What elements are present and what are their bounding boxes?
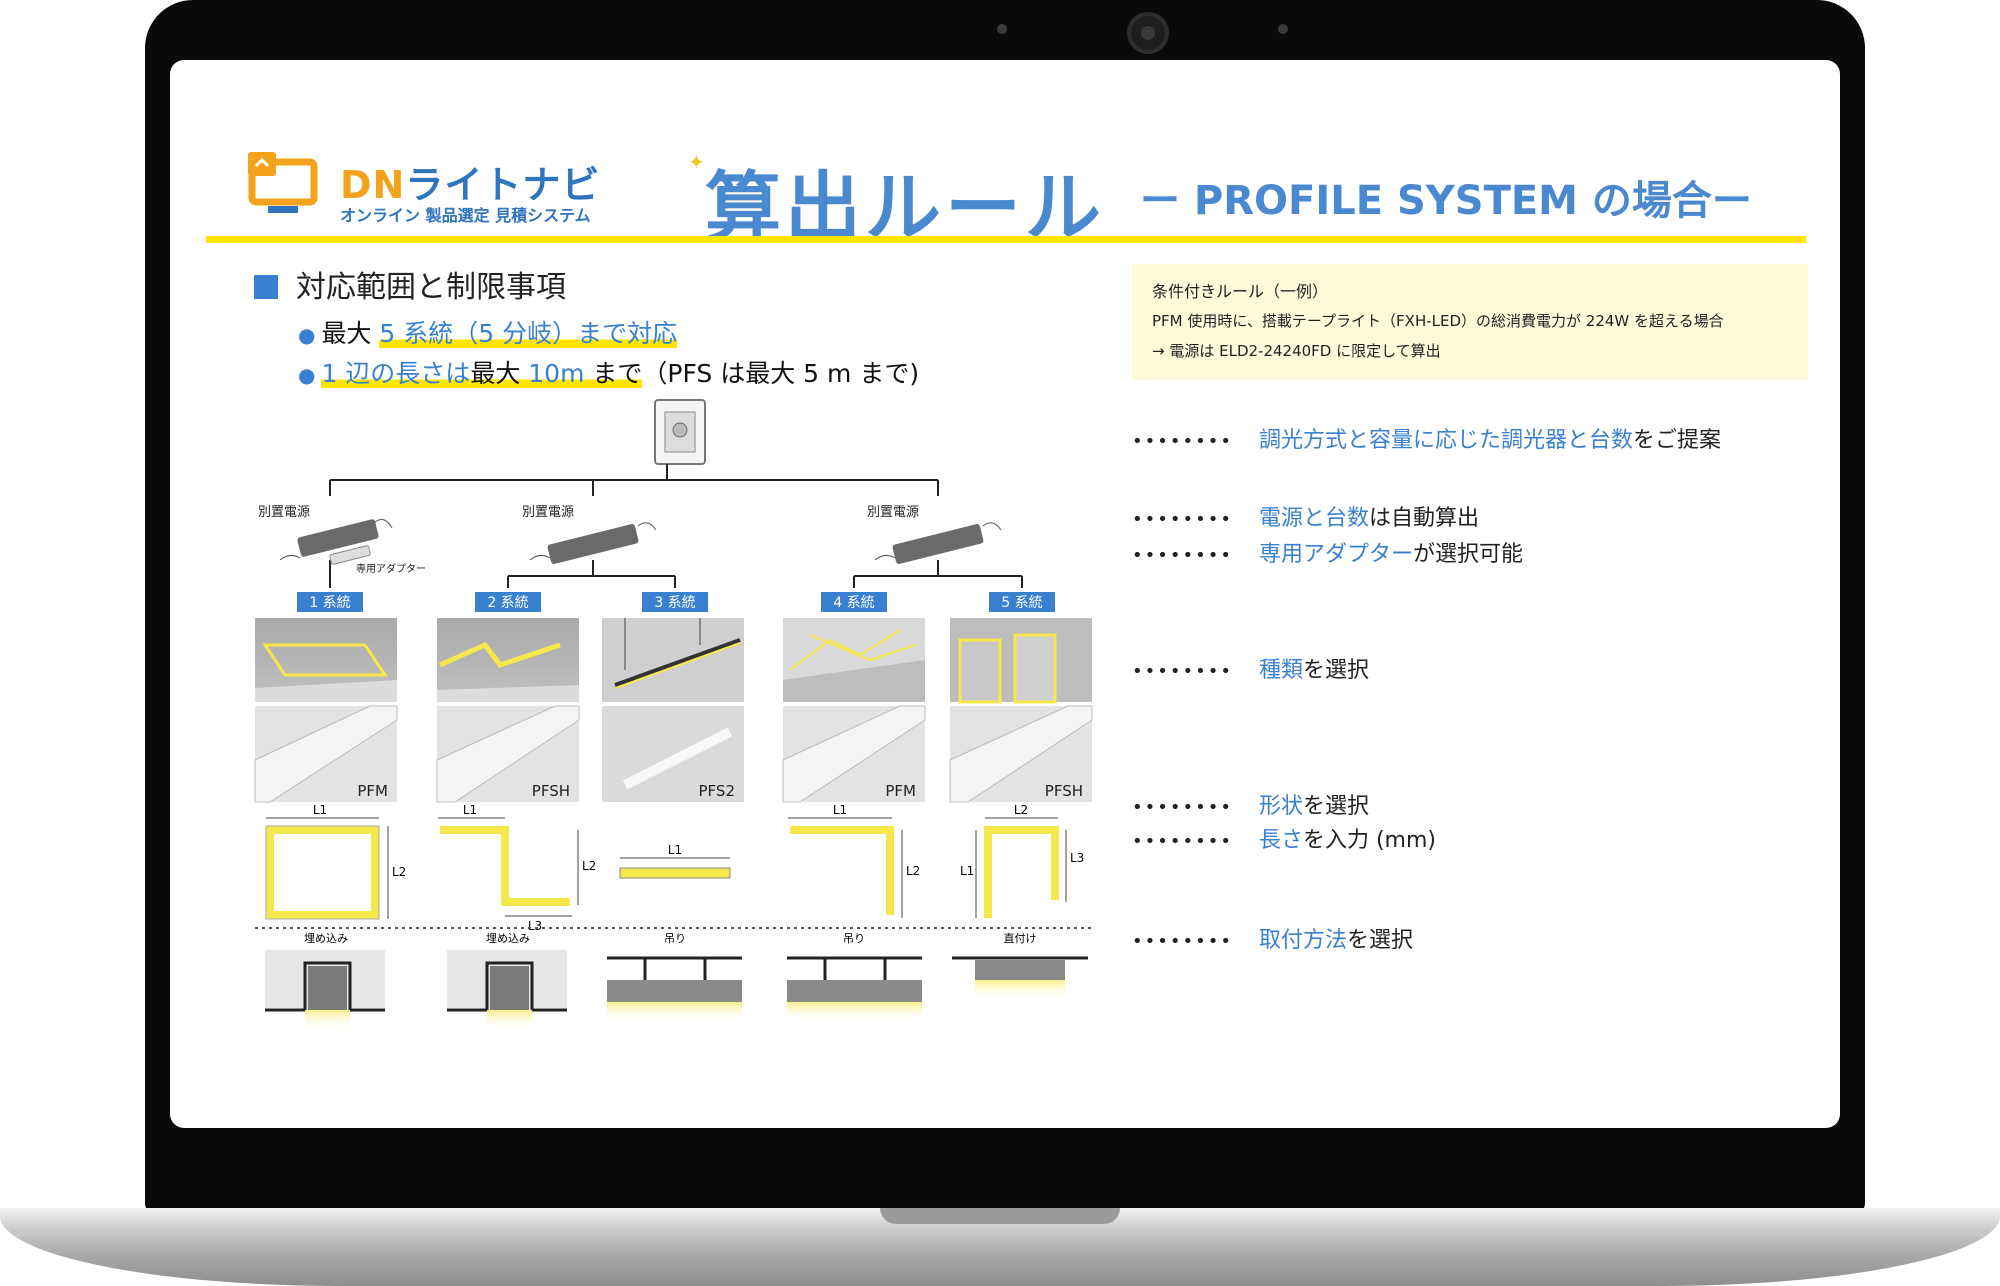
power-supply-icon: 別置電源 — [522, 505, 656, 565]
laptop-base-notch — [880, 1208, 1120, 1224]
svg-text:L1: L1 — [960, 864, 974, 878]
mount-recessed: 埋め込み — [447, 932, 567, 1030]
system-label: 1 系統 — [297, 592, 363, 612]
sensor-dot — [1278, 24, 1288, 34]
shape-u: L2 L1 L3 — [960, 803, 1084, 918]
svg-text:L1: L1 — [833, 803, 847, 817]
slide-screen: DNライトナビ ✦ オンライン 製品選定 見積システム 算出ルール ー PROF… — [170, 60, 1840, 1128]
svg-text:L1: L1 — [668, 843, 682, 857]
wiring-tree — [330, 464, 1022, 588]
svg-text:直付け: 直付け — [1004, 931, 1037, 945]
profile-photo: PFS2 — [602, 706, 744, 802]
svg-text:PFM: PFM — [357, 782, 388, 800]
svg-text:L1: L1 — [313, 803, 327, 817]
mount-pendant: 吊り — [787, 932, 922, 1022]
system-label: 4 系統 — [821, 592, 887, 612]
sensor-dot — [997, 24, 1007, 34]
svg-text:2 系統: 2 系統 — [487, 595, 528, 611]
svg-text:L3: L3 — [1070, 851, 1084, 865]
svg-text:3 系統: 3 系統 — [654, 595, 695, 611]
room-photo-system5 — [950, 618, 1092, 702]
profile-photo: PFSH — [437, 706, 579, 802]
shape-straight: L1 — [620, 843, 730, 878]
svg-text:L2: L2 — [906, 864, 920, 878]
mount-pendant: 吊り — [607, 932, 742, 1022]
svg-text:L2: L2 — [1014, 803, 1028, 817]
room-photo-system2 — [437, 618, 579, 702]
room-photo-system1 — [255, 618, 397, 702]
power-supply-icon: 別置電源 専用アダプター — [258, 505, 426, 575]
svg-text:PFSH: PFSH — [532, 782, 570, 800]
svg-text:5 系統: 5 系統 — [1001, 595, 1042, 611]
svg-text:1 系統: 1 系統 — [309, 595, 350, 611]
webcam-icon — [1127, 12, 1169, 54]
svg-text:専用アダプター: 専用アダプター — [356, 562, 426, 575]
mount-direct: 直付け — [952, 931, 1088, 1000]
shape-square: L1 L2 — [266, 803, 406, 919]
dimmer-switch-icon — [655, 400, 705, 464]
system-label: 3 系統 — [642, 592, 708, 612]
system-label: 5 系統 — [989, 592, 1055, 612]
svg-text:別置電源: 別置電源 — [522, 505, 574, 520]
profile-photo: PFSH — [950, 706, 1092, 802]
svg-text:埋め込み: 埋め込み — [304, 932, 348, 945]
profile-photo: PFM — [255, 706, 397, 802]
svg-text:埋め込み: 埋め込み — [486, 932, 530, 945]
shape-l: L1 L2 — [788, 803, 920, 918]
power-supply-icon: 別置電源 — [867, 505, 1001, 565]
svg-text:L1: L1 — [463, 803, 477, 817]
shape-zigzag: L1 L2 L3 — [438, 803, 596, 933]
svg-text:吊り: 吊り — [664, 932, 686, 945]
svg-text:L2: L2 — [582, 859, 596, 873]
mount-recessed: 埋め込み — [265, 932, 385, 1030]
svg-text:別置電源: 別置電源 — [867, 505, 919, 520]
svg-text:PFSH: PFSH — [1045, 782, 1083, 800]
room-photo-system4 — [783, 618, 925, 702]
profile-photo: PFM — [783, 706, 925, 802]
svg-text:4 系統: 4 系統 — [833, 595, 874, 611]
system-label: 2 系統 — [475, 592, 541, 612]
system-diagram: 別置電源 専用アダプター 別置電源 別置電源 1 系統 2 系統 3 系統 4 … — [170, 60, 1840, 1128]
svg-text:吊り: 吊り — [843, 932, 865, 945]
svg-text:PFM: PFM — [885, 782, 916, 800]
svg-text:L3: L3 — [528, 919, 542, 933]
room-photo-system3 — [602, 618, 744, 702]
svg-text:別置電源: 別置電源 — [258, 505, 310, 520]
svg-text:PFS2: PFS2 — [699, 782, 735, 800]
svg-text:L2: L2 — [392, 865, 406, 879]
